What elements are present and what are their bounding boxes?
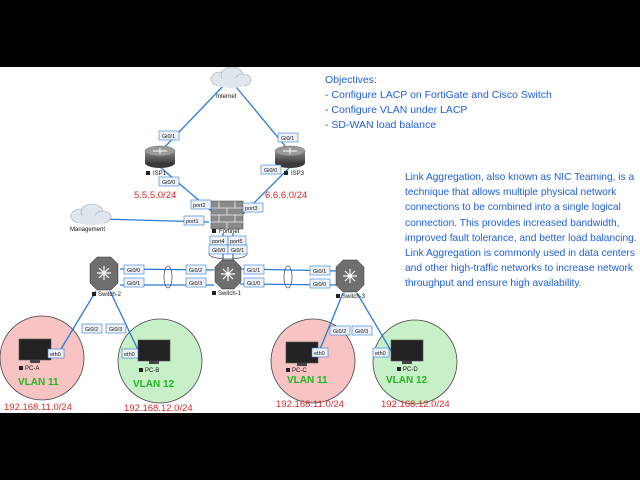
switch1-port-right-b: Gi1/0	[247, 281, 260, 287]
fortinet-label: Fortinet	[219, 229, 240, 235]
objective-item: - Configure LACP on FortiGate and Cisco …	[325, 89, 552, 101]
management-cloud-icon	[70, 203, 112, 225]
objective-item: - Configure VLAN under LACP	[325, 104, 468, 116]
vlan12-label-right: VLAN 12	[386, 375, 428, 386]
pcc-port-eth0: eth0	[314, 351, 325, 357]
switch3-status-icon	[336, 294, 340, 298]
vlan12-network-right: 192.168.12.0/24	[381, 399, 450, 410]
pcb-monitor-icon	[137, 339, 171, 364]
vlan11-network-left: 192.168.11.0/24	[4, 402, 72, 413]
switch2-port-d: Gi0/3	[109, 327, 122, 333]
switch2-status-icon	[92, 292, 96, 296]
switch1-port-left-a: Gi0/2	[189, 268, 202, 274]
switch3-port-a: Gi0/1	[313, 269, 326, 275]
link-aggregation-description: Link Aggregation, also known as NIC Team…	[405, 172, 637, 290]
pcb-label: PC-B	[145, 368, 159, 374]
isp3-port-top: Gi0/1	[281, 136, 294, 142]
vlan12-zone-right	[372, 319, 458, 405]
pca-status-icon	[19, 366, 23, 370]
topology-diagram: Internet Management ISP1 ISP3 For	[0, 67, 458, 413]
vlan11-label-left: VLAN 11	[18, 377, 59, 388]
isp1-port-bottom: Gi0/0	[162, 180, 175, 186]
isp1-label: ISP1	[153, 171, 167, 177]
fortinet-status-icon	[212, 229, 216, 233]
isp3-label: ISP3	[291, 171, 305, 177]
switch1-port-top-b: Gi0/1	[231, 248, 244, 254]
switch3-port-d: Gi0/3	[355, 329, 368, 335]
switch1-port-left-b: Gi0/3	[189, 281, 202, 287]
pca-label: PC-A	[25, 366, 39, 372]
vlan12-label-left: VLAN 12	[133, 379, 175, 390]
objective-item: - SD-WAN load balance	[325, 119, 437, 131]
switch1-port-top-a: Gi0/0	[212, 248, 225, 254]
switch2-icon	[89, 256, 119, 291]
pcd-port-eth0: eth0	[375, 351, 386, 357]
pca-port-eth0: eth0	[50, 352, 61, 358]
switch2-label: Switch-2	[98, 292, 122, 298]
pca-monitor-icon	[18, 338, 52, 363]
pcd-monitor-icon	[390, 339, 424, 364]
objectives-title: Objectives:	[325, 74, 377, 86]
isp1-port-top: Gi0/1	[162, 134, 175, 140]
port-tags: Gi0/1 Gi0/0 Gi0/1 Gi0/0 port2 port3 port…	[47, 130, 390, 359]
isp3-port-bottom: Gi0/0	[264, 168, 277, 174]
objectives-panel: Objectives: - Configure LACP on FortiGat…	[325, 73, 552, 133]
switch2-port-b: Gi0/1	[127, 281, 140, 287]
internet-cloud-icon	[210, 67, 252, 88]
switch1-label: Switch-1	[218, 291, 242, 297]
pcd-status-icon	[397, 367, 401, 371]
vlan12-network-left: 192.168.12.0/24	[124, 403, 193, 413]
switch2-port-c: Gi0/2	[85, 327, 98, 333]
fortinet-firewall-icon	[210, 200, 244, 230]
pcc-status-icon	[286, 368, 290, 372]
pcd-label: PC-D	[403, 367, 418, 373]
switch2-port-a: Gi0/0	[127, 268, 140, 274]
switch1-icon	[214, 259, 242, 290]
isp3-router-icon	[274, 145, 306, 168]
pcc-label: PC-C	[292, 368, 307, 374]
fortinet-port2: port2	[193, 203, 206, 209]
switch3-icon	[335, 259, 365, 293]
management-label: Management	[70, 227, 105, 233]
switch1-status-icon	[212, 291, 216, 295]
isp3-network-label: 6.6.6.0/24	[265, 190, 307, 201]
isp1-status-icon	[146, 171, 150, 175]
isp1-network-label: 5.5.5.0/24	[134, 190, 176, 201]
fortinet-port4: port4	[212, 239, 225, 245]
topology-canvas: Internet Management ISP1 ISP3 For	[0, 67, 640, 413]
vlan11-label-right: VLAN 11	[287, 375, 328, 386]
switch3-label: Switch-3	[342, 294, 366, 300]
pcb-port-eth0: eth0	[124, 352, 135, 358]
switch3-port-c: Gi0/2	[333, 329, 346, 335]
pcb-status-icon	[139, 368, 143, 372]
fortinet-port5: port5	[230, 239, 243, 245]
isp1-router-icon	[144, 145, 176, 168]
isp3-status-icon	[284, 171, 288, 175]
switch1-port-right-a: Gi1/1	[247, 268, 260, 274]
internet-label: Internet	[216, 94, 237, 100]
fortinet-port3: port3	[245, 206, 258, 212]
switch3-port-b: Gi0/0	[313, 282, 326, 288]
vlan11-network-right: 192.168.11.0/24	[276, 399, 344, 410]
fortinet-port1: port1	[186, 219, 199, 225]
